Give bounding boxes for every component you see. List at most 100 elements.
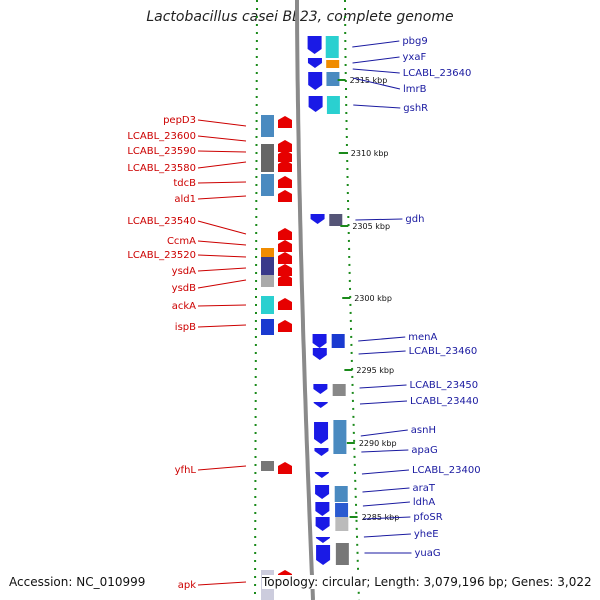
plus-gene-arrow-0 — [307, 36, 322, 54]
plus-block-0 — [325, 36, 339, 58]
right-gene-label-10: asnH — [411, 425, 436, 436]
minus-gene-arrow-1 — [278, 140, 292, 152]
plus-gene-arrow-12 — [315, 485, 330, 499]
right-gene-label-2: LCABL_23640 — [403, 68, 472, 79]
left-gene-label-11: ackA — [172, 301, 196, 312]
kbp-tick-label-2: 2305 kbp — [352, 222, 390, 231]
kbp-tick-label-3: 2300 kbp — [354, 294, 392, 303]
plus-gene-arrow-7 — [313, 384, 328, 394]
plus-gene-arrow-4 — [310, 214, 325, 224]
left-gene-label-6: LCABL_23540 — [127, 216, 196, 227]
plus-gene-arrow-5 — [312, 334, 327, 348]
plus-block-9 — [335, 503, 349, 517]
plus-gene-arrow-10 — [314, 448, 329, 456]
minus-gene-arrow-2 — [278, 150, 292, 162]
minus-gene-arrow-0 — [278, 116, 292, 128]
right-gene-leader-0 — [352, 40, 400, 48]
minus-gene-arrow-6 — [278, 228, 292, 240]
right-gene-label-16: yheE — [414, 529, 439, 540]
left-gene-label-9: ysdA — [172, 266, 196, 277]
minus-block-0 — [261, 115, 274, 137]
plus-gene-arrow-2 — [308, 72, 323, 90]
right-gene-leader-6 — [358, 336, 406, 342]
left-gene-leader-7 — [197, 240, 247, 246]
right-gene-leader-2 — [352, 68, 400, 74]
right-gene-leader-3 — [352, 77, 401, 90]
right-gene-label-1: yxaF — [403, 52, 427, 63]
left-gene-leader-3 — [197, 161, 247, 169]
kbp-tick-label-0: 2315 kbp — [350, 76, 388, 85]
right-gene-leader-14 — [362, 501, 410, 507]
right-gene-leader-16 — [363, 533, 411, 538]
plus-block-5 — [331, 334, 345, 348]
plus-gene-arrow-15 — [315, 537, 330, 543]
minus-block-6 — [261, 296, 274, 314]
right-gene-label-3: lmrB — [403, 84, 427, 95]
minus-block-2 — [261, 174, 274, 196]
plus-gene-arrow-16 — [316, 545, 331, 565]
right-gene-label-7: LCABL_23460 — [409, 346, 478, 357]
right-gene-label-8: LCABL_23450 — [410, 380, 479, 391]
left-gene-leader-10 — [197, 279, 247, 289]
left-gene-label-10: ysdB — [172, 283, 196, 294]
plus-gene-arrow-11 — [314, 472, 329, 478]
right-gene-label-11: apaG — [411, 445, 437, 456]
minus-gene-arrow-10 — [278, 274, 292, 286]
left-gene-leader-11 — [197, 304, 247, 307]
right-gene-label-14: ldhA — [413, 497, 435, 508]
left-gene-label-1: LCABL_23600 — [127, 131, 196, 142]
left-gene-leader-12 — [197, 324, 247, 328]
right-gene-leader-15 — [363, 516, 411, 520]
left-gene-label-4: tdcB — [173, 178, 196, 189]
left-gene-label-12: ispB — [175, 322, 196, 333]
left-gene-leader-1 — [197, 135, 247, 142]
genome-backbone — [295, 0, 315, 600]
right-gene-label-13: araT — [412, 483, 435, 494]
plus-gene-arrow-6 — [312, 348, 327, 360]
kbp-tick-label-6: 2285 kbp — [362, 513, 400, 522]
minus-block-1 — [261, 144, 274, 172]
kbp-tick-label-4: 2295 kbp — [356, 366, 394, 375]
minus-gene-arrow-5 — [278, 190, 292, 202]
left-gene-leader-6 — [197, 220, 247, 235]
plus-block-6 — [332, 384, 346, 396]
left-gene-leader-8 — [197, 254, 247, 258]
left-gene-label-5: ald1 — [174, 194, 196, 205]
right-gene-label-12: LCABL_23400 — [412, 465, 481, 476]
right-gene-label-0: pbg9 — [402, 36, 427, 47]
minus-gene-arrow-9 — [278, 264, 292, 276]
minus-block-4 — [261, 257, 274, 275]
right-gene-label-9: LCABL_23440 — [410, 396, 479, 407]
outer-left-track — [254, 0, 258, 600]
right-gene-leader-8 — [359, 384, 407, 389]
left-gene-label-2: LCABL_23590 — [127, 146, 196, 157]
right-gene-label-6: menA — [408, 332, 437, 343]
plus-block-10 — [335, 517, 349, 531]
minus-block-7 — [261, 319, 274, 335]
left-gene-leader-14 — [197, 581, 247, 586]
plus-gene-arrow-1 — [307, 58, 322, 68]
minus-gene-arrow-13 — [278, 462, 292, 474]
kbp-tick-label-1: 2310 kbp — [351, 149, 389, 158]
minus-gene-arrow-12 — [278, 320, 292, 332]
minus-gene-arrow-11 — [278, 298, 292, 310]
right-gene-leader-9 — [359, 400, 407, 405]
right-gene-label-4: gshR — [403, 103, 428, 114]
accession-text: Accession: NC_010999 — [9, 575, 146, 589]
minus-block-5 — [261, 275, 274, 287]
genome-summary-text: Topology: circular; Length: 3,079,196 bp… — [262, 575, 592, 589]
left-gene-label-13: yfhL — [175, 465, 197, 476]
plus-gene-arrow-13 — [315, 502, 330, 516]
minus-gene-arrow-7 — [278, 240, 292, 252]
left-gene-leader-4 — [197, 181, 247, 184]
left-gene-label-0: pepD3 — [163, 115, 196, 126]
plus-block-11 — [335, 543, 349, 565]
left-gene-label-7: CcmA — [167, 236, 196, 247]
kbp-tick-label-5: 2290 kbp — [359, 439, 397, 448]
map-title: Lactobacillus casei BL23, complete genom… — [146, 9, 454, 25]
left-gene-leader-0 — [197, 119, 247, 127]
plus-block-8 — [334, 486, 348, 502]
left-gene-leader-13 — [197, 465, 247, 471]
plus-gene-arrow-14 — [315, 517, 330, 531]
